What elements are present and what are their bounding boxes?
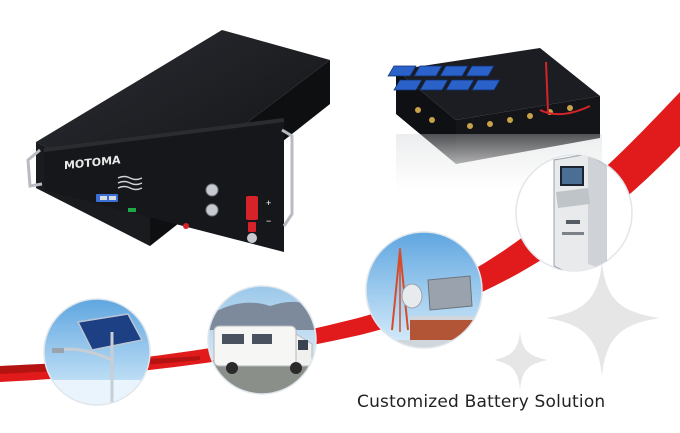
solar-street-light-icon: [43, 298, 151, 406]
caption-text: Customized Battery Solution: [357, 392, 606, 412]
atm-machine-icon: [515, 154, 633, 272]
svg-text:−: −: [266, 216, 271, 226]
telecom-tower-icon: [365, 231, 483, 349]
star-decoration-icon: [494, 262, 660, 390]
terminal-red-icon: [246, 196, 258, 220]
battery-rack-unit: MOTOMA + −: [26, 30, 330, 252]
brand-logo: MOTOMA: [64, 153, 121, 172]
svg-text:+: +: [266, 198, 271, 208]
rv-camper-icon: [207, 285, 317, 395]
